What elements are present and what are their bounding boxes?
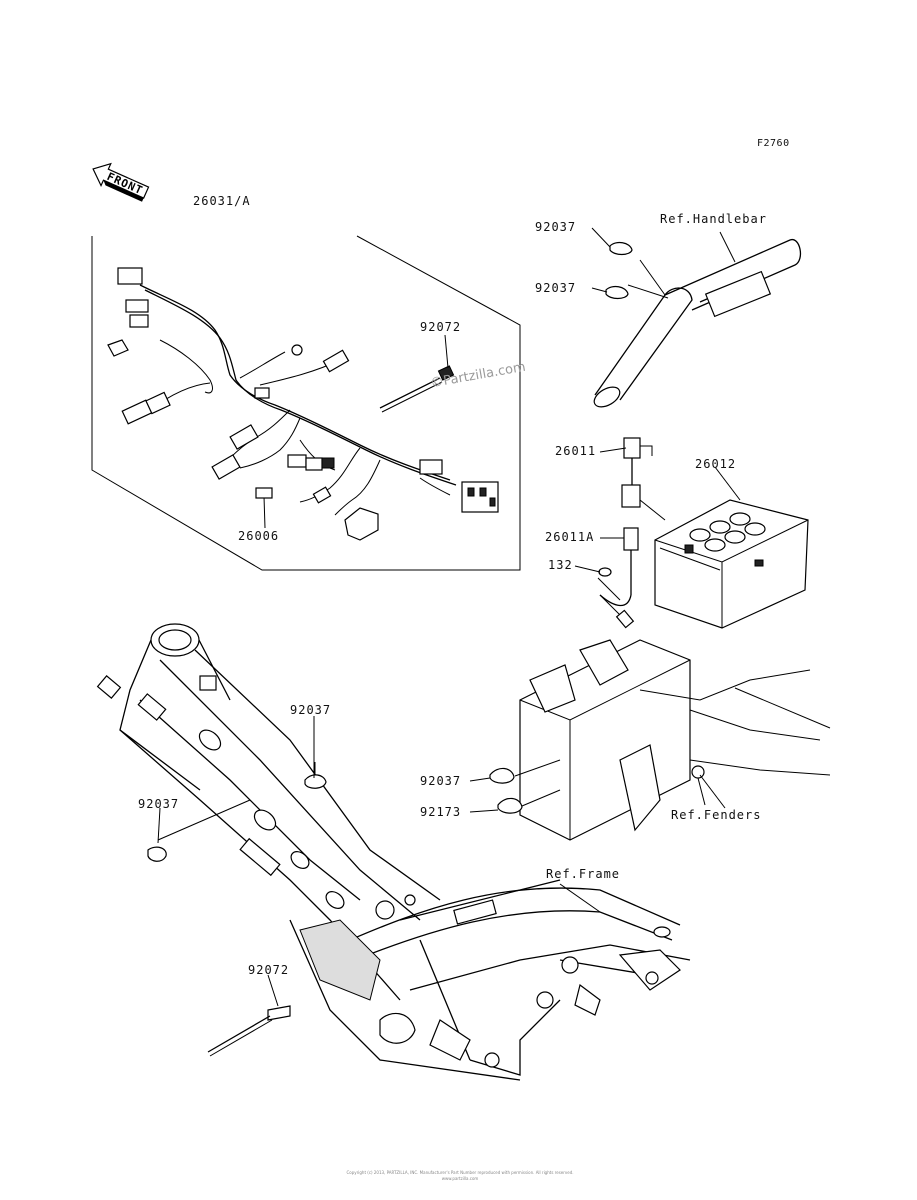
part-label-bolt: 132 [548,558,573,572]
part-label-clamp-frame-2: 92037 [138,797,180,811]
harness-band-part [379,365,455,413]
part-label-battery: 26012 [695,457,737,471]
battery-part [654,499,809,629]
footer-copyright: Copyright (c) 2013, PARTZILLA, INC. Manu… [346,1170,574,1175]
part-label-clamp-harness: 26006 [238,529,280,543]
part-label-harness: 26031/A [193,194,251,208]
ref-label-frame: Ref.Frame [546,867,621,881]
leader-lines [157,227,741,1007]
part-label-lead-negative: 26011A [545,530,595,544]
part-label-clamp-fender: 92037 [420,774,462,788]
frame-clamps [147,762,327,1057]
part-label-clamp-fender-2: 92173 [420,805,462,819]
ref-label-handlebar: Ref.Handlebar [660,212,767,226]
figure-code: F2760 [757,138,790,149]
battery-leads [597,437,666,629]
battery-case-part [519,639,831,841]
frame-part [96,623,691,1081]
footer-website: www.partzilla.com [441,1176,479,1181]
handlebar-part [593,231,802,408]
harness-clamp-part [255,487,273,499]
wiring-harness [107,267,499,541]
part-label-lead-positive: 26011 [555,444,597,458]
part-label-band-harness: 92072 [420,320,462,334]
harness-group-outline [91,235,521,571]
fender-clamps [489,759,561,814]
ref-label-fenders: Ref.Fenders [671,808,762,822]
part-label-clamp-frame-1: 92037 [290,703,332,717]
part-label-clamp-handlebar-1: 92037 [535,220,577,234]
part-label-clamp-handlebar-2: 92037 [535,281,577,295]
part-label-band-frame: 92072 [248,963,290,977]
front-arrow-icon: FRONT [92,162,150,202]
